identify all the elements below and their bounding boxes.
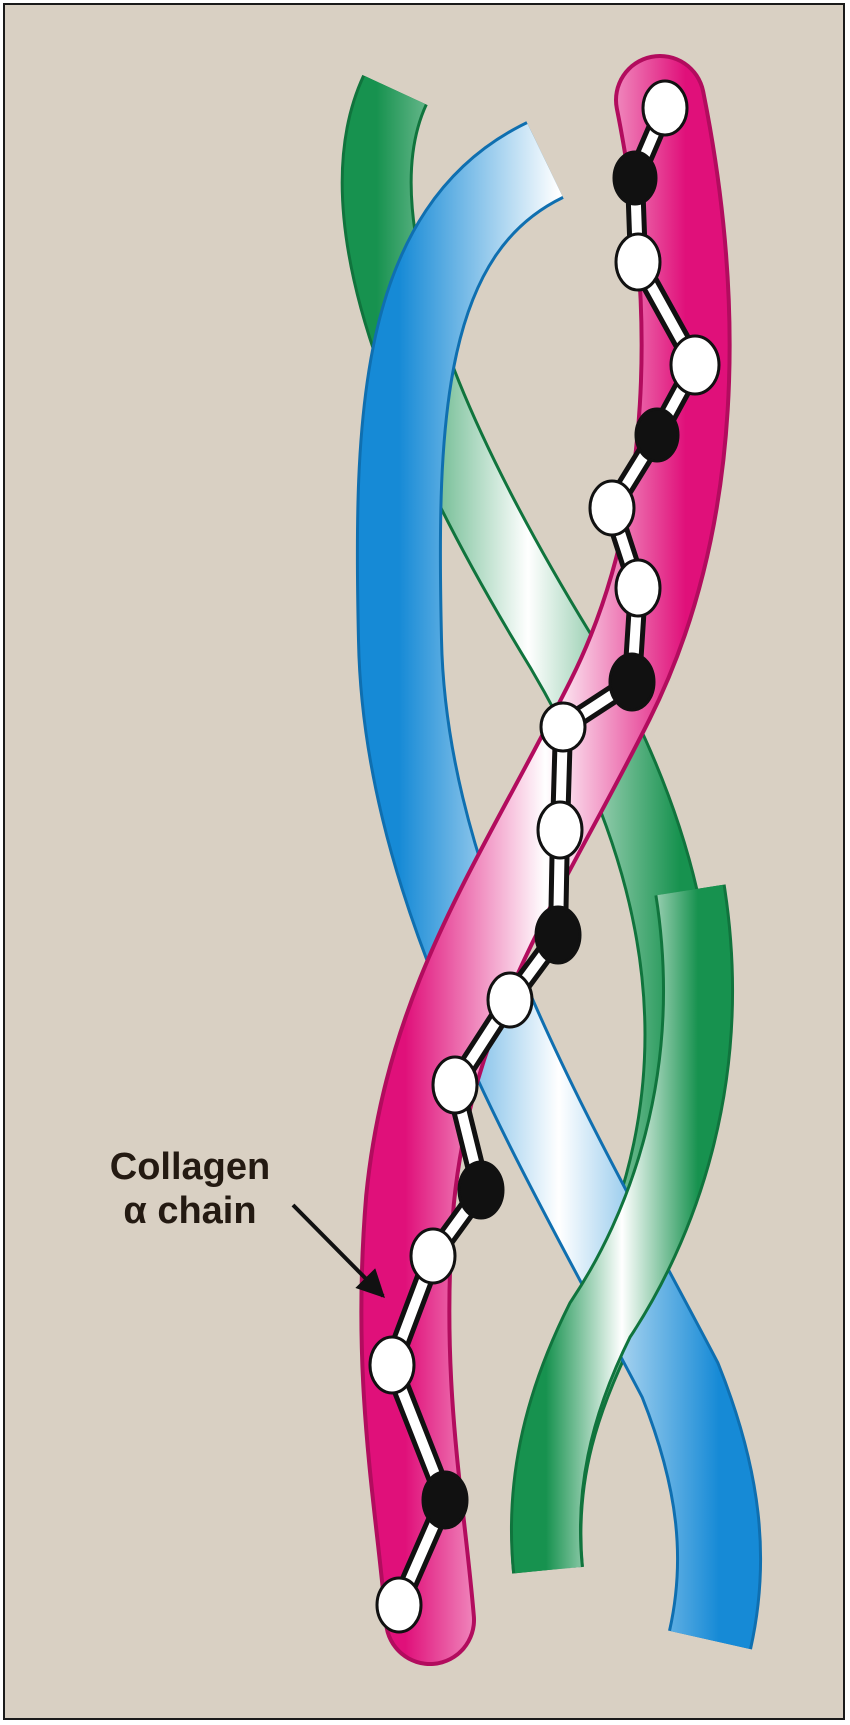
residue-white <box>538 802 582 858</box>
label-line-2: α chain <box>70 1189 310 1233</box>
residue-white <box>377 1578 421 1632</box>
residue-black <box>610 654 654 710</box>
residue-black <box>536 907 580 963</box>
residue-black <box>459 1162 503 1218</box>
residue-white <box>616 234 660 290</box>
residue-white <box>541 703 585 751</box>
residue-black <box>423 1472 467 1528</box>
collagen-alpha-chain-label: Collagen α chain <box>70 1145 310 1233</box>
residue-black <box>636 409 678 461</box>
residue-white <box>411 1229 455 1283</box>
residue-white <box>488 973 532 1027</box>
label-line-1: Collagen <box>70 1145 310 1189</box>
residue-white <box>616 560 660 616</box>
residue-white <box>433 1057 477 1113</box>
residue-white <box>643 81 687 135</box>
residue-white <box>671 336 719 394</box>
residue-black <box>614 152 656 204</box>
residue-white <box>370 1337 414 1393</box>
residue-white <box>590 481 634 535</box>
